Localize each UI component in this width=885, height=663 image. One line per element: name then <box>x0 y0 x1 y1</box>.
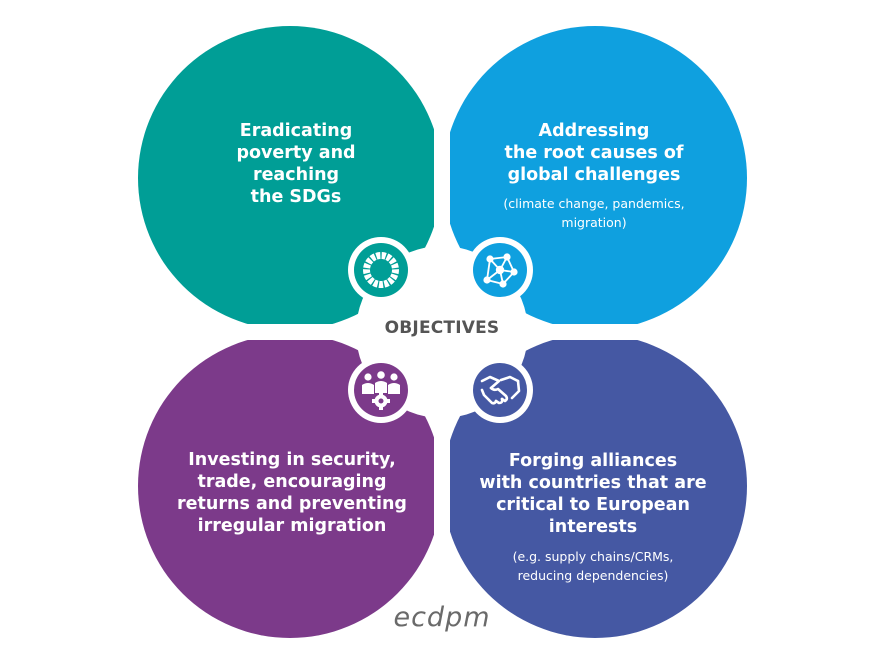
sdg-wheel-segment <box>391 262 399 269</box>
sdg-wheel-segment <box>381 252 387 260</box>
ecdpm-logo: ecdpm <box>393 602 491 633</box>
top-right-note: (climate change, pandemics, migration) <box>503 196 685 230</box>
top-left-objective: Eradicating poverty and reaching the SDG… <box>236 121 356 207</box>
sdg-wheel-segment <box>385 253 393 262</box>
sdg-wheel-segment <box>383 279 390 288</box>
top-right-objective: Addressing the root causes of global cha… <box>504 121 684 185</box>
sdg-wheel-segment <box>390 273 399 281</box>
handshake-icon <box>467 357 533 423</box>
sdg-wheel-segment <box>369 253 377 262</box>
sdg-wheel-segment <box>363 262 371 269</box>
sdg-wheel-segment <box>363 269 371 275</box>
sdg-wheel-icon <box>348 237 414 303</box>
sdg-wheel-segment <box>363 273 372 281</box>
sdg-wheel-segment <box>367 277 375 285</box>
sdg-wheel-segment <box>391 269 399 275</box>
people-gear-icon <box>348 357 414 423</box>
bottom-left-objective: Investing in security, trade, encouragin… <box>177 450 407 536</box>
sdg-wheel-segment <box>375 252 381 260</box>
petal-bottom-right <box>450 340 747 638</box>
network-nodes-icon <box>467 237 533 303</box>
sdg-wheel-segment <box>388 257 397 265</box>
sdg-wheel-segment <box>365 257 374 265</box>
bottom-right-objective: Forging alliances with countries that ar… <box>479 451 707 537</box>
center-title: OBJECTIVES <box>384 318 500 338</box>
bottom-right-note: (e.g. supply chains/CRMs, reducing depen… <box>512 549 674 583</box>
sdg-wheel-segment <box>387 277 395 285</box>
sdg-wheel-segment <box>372 279 379 288</box>
sdg-wheel-segment <box>378 280 384 288</box>
